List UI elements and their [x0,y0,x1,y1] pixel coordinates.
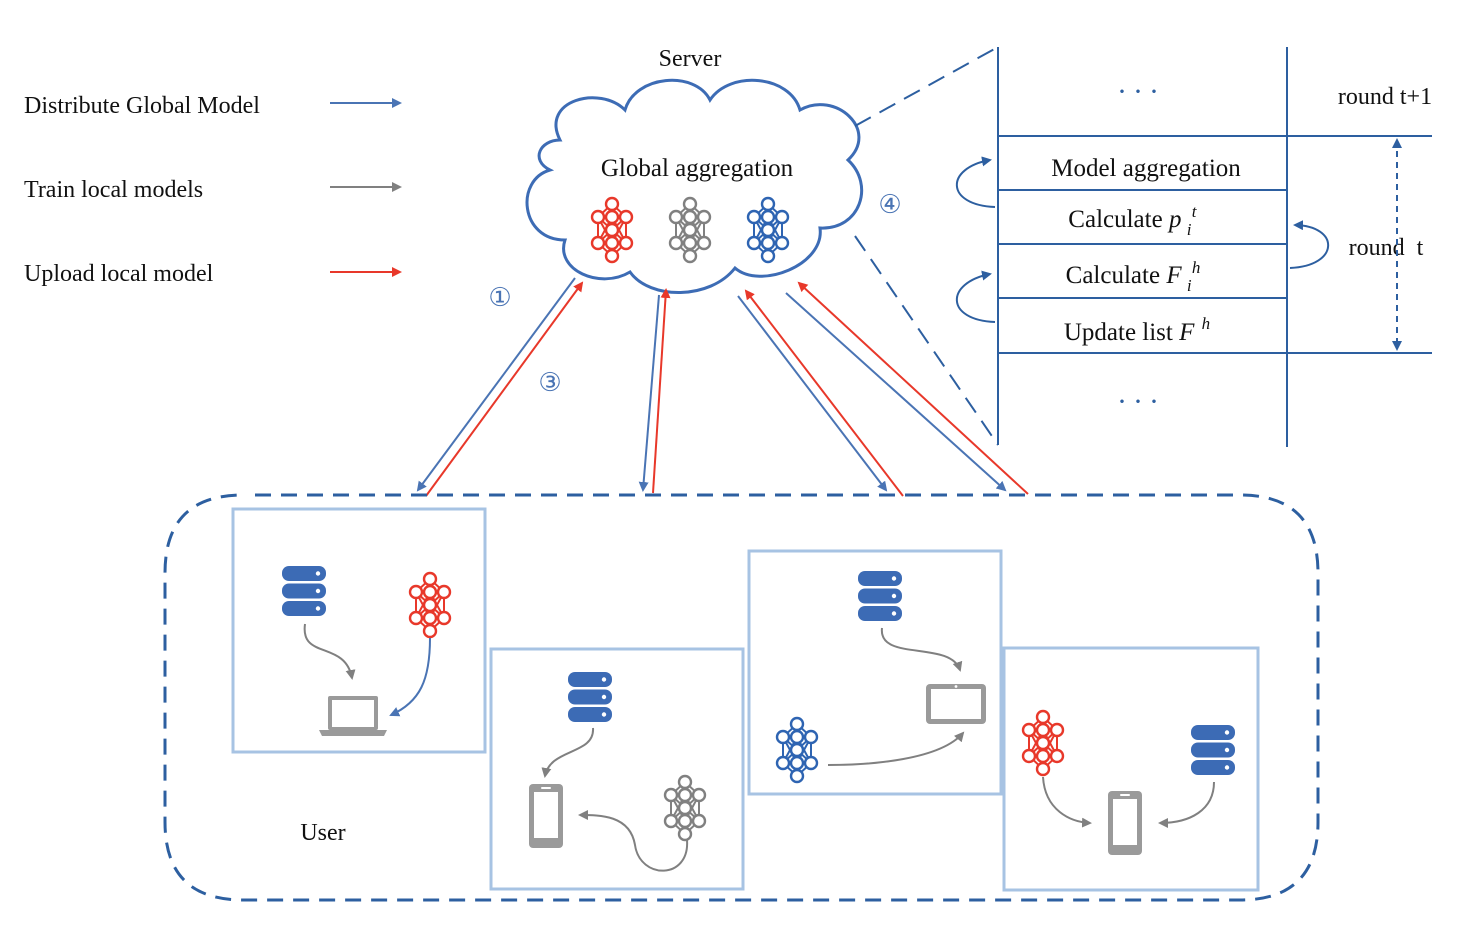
loop-arrow-round-icon [1289,220,1330,269]
global-aggregation-label: Global aggregation [601,155,794,182]
distribute-arrow-user3 [737,295,888,492]
train-arrow-user2-b [578,810,689,872]
train-arrow-user4-b [1158,781,1215,828]
upload-arrow-user3 [744,289,904,497]
row-calculate-f-var: F [1165,262,1182,289]
user-device-3 [747,549,1003,796]
loop-arrow-calculate-f-icon [955,270,996,323]
user-device-1 [231,507,487,754]
row-model-aggregation: Model aggregation [1051,155,1241,182]
step-1-number: ① [488,283,511,313]
user-device-2 [489,647,745,891]
train-arrow-user3-a [880,627,963,672]
row-calculate-p-prefix: Calculate [1068,206,1162,233]
row-update-prefix: Update list [1064,319,1173,346]
legend-label-upload: Upload local model [24,261,214,287]
train-arrow-user1 [303,623,356,680]
step-4-number: ④ [878,190,901,220]
phone-icon [529,784,563,848]
database-icon [1191,725,1235,775]
phone-icon [1108,791,1142,855]
row-update-sup: h [1202,314,1211,333]
ellipsis-top: ··· [1117,75,1165,108]
laptop-icon [319,696,387,736]
row-calculate-p-sub: i [1187,220,1192,239]
train-arrow-user4-a [1042,776,1092,828]
database-icon [568,672,612,722]
row-calculate-f-sup: h [1192,258,1201,277]
row-calculate-f-sub: i [1187,276,1192,295]
database-icon [858,571,902,621]
upload-arrow-user2 [652,288,671,494]
distribute-arrow-user1 [416,277,576,492]
legend-label-distribute: Distribute Global Model [24,93,260,119]
train-arrow-user2-a [541,727,595,778]
step-3-number: ③ [538,368,561,398]
database-icon [282,566,326,616]
user-device-4 [1002,646,1260,892]
row-update-list: Update list F h [1064,314,1210,346]
communication-arrows [416,277,1029,497]
row-calculate-f: Calculate F i h [1066,258,1201,297]
legend: Distribute Global Model Train local mode… [24,93,402,287]
model-arrow-user1 [389,637,431,717]
user-area-border [163,493,1320,902]
round-next-label: round t+1 [1338,84,1432,110]
row-calculate-p-var: p [1167,206,1182,233]
round-current-label: round t [1349,235,1424,261]
legend-label-train: Train local models [24,177,203,203]
tablet-icon [926,684,986,724]
process-panel: ··· ··· round t+1 round t Model aggregat… [955,47,1432,447]
loop-arrow-aggregation-icon [955,156,996,208]
zoom-line-bottom [854,235,999,446]
upload-arrow-user4 [797,281,1029,495]
distribute-arrow-user2 [638,294,660,492]
ellipsis-bottom: ··· [1117,385,1165,418]
user-label: User [300,820,345,846]
train-arrow-user3-b [827,731,965,766]
row-calculate-p-sup: t [1192,202,1198,221]
distribute-arrow-user4 [785,292,1007,492]
row-update-var: F [1178,319,1195,346]
server-title: Server [659,46,722,72]
row-calculate-f-prefix: Calculate [1066,262,1160,289]
row-calculate-p: Calculate p i t [1068,202,1197,241]
upload-arrow-user1 [425,281,584,497]
zoom-line-top [854,46,999,127]
